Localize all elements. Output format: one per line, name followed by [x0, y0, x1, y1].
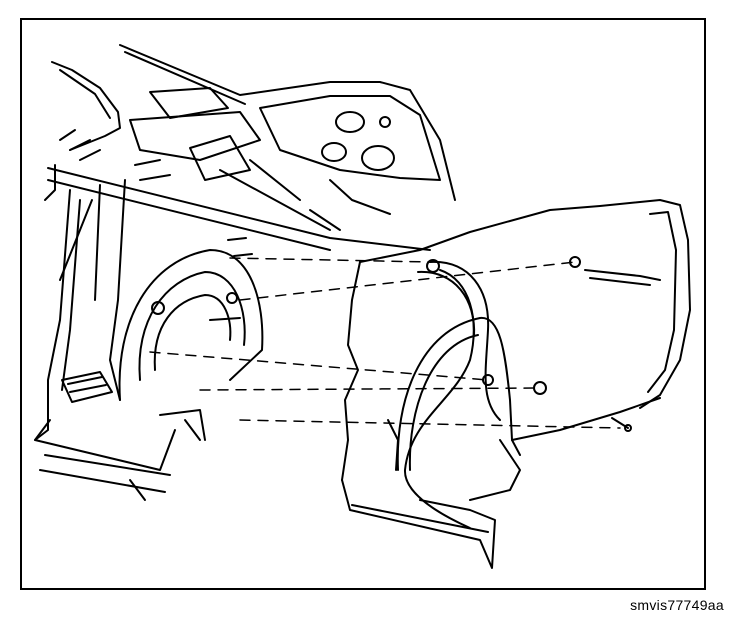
- push-pin-fastener: [611, 417, 632, 432]
- rear-wheelhouse-trim-panel: [341, 199, 691, 569]
- quarter-panel-body-structure: [34, 44, 456, 501]
- figure-frame: [20, 18, 706, 590]
- figure-code: smvis77749aa: [630, 597, 724, 613]
- alignment-leader-lines: [149, 257, 621, 429]
